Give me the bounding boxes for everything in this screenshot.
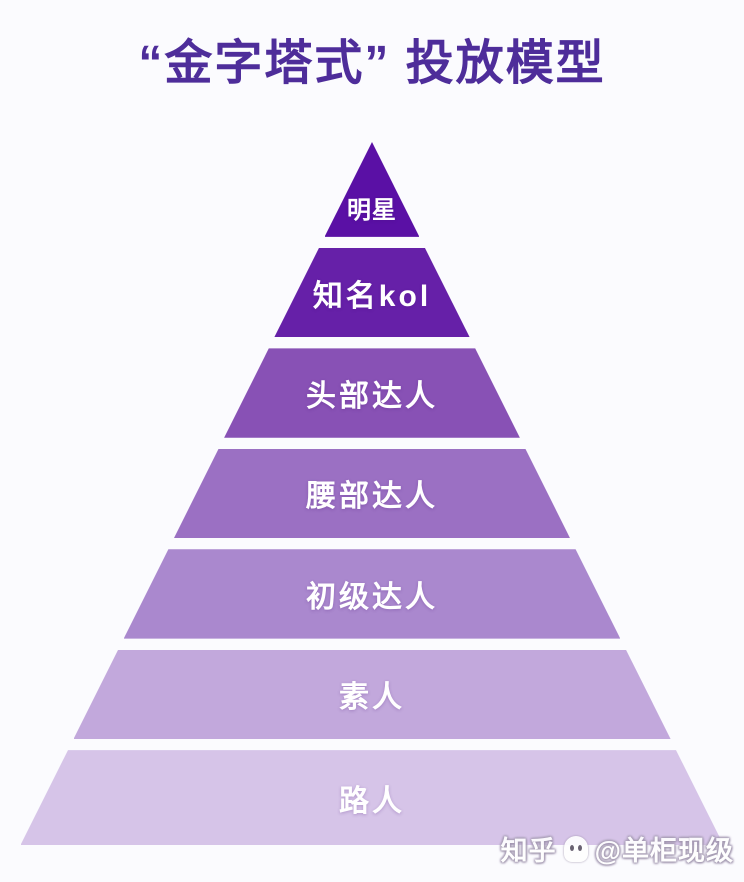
tier-label: 知名kol	[312, 279, 432, 313]
tier-label: 头部达人	[305, 380, 438, 414]
pyramid-tier: 明星	[324, 142, 420, 237]
pyramid-tier: 腰部达人	[173, 448, 571, 539]
pyramid-tier: 头部达人	[224, 348, 520, 438]
pyramid-tier: 路人	[20, 750, 724, 845]
pyramid-tier: 素人	[73, 649, 671, 739]
tier-label: 路人	[339, 784, 405, 818]
watermark-handle-label: @单柜现级	[594, 836, 734, 866]
watermark-site-label: 知乎	[500, 836, 557, 866]
tier-label: 素人	[339, 681, 406, 715]
tier-label: 明星	[346, 196, 397, 224]
watermark-avatar-icon	[563, 835, 588, 862]
tier-label: 腰部达人	[305, 480, 438, 514]
watermark: 知乎 @单柜现级	[501, 829, 734, 868]
pyramid-tier: 初级达人	[123, 549, 621, 639]
tier-label: 初级达人	[305, 580, 438, 614]
page-title: “金字塔式” 投放模型	[138, 37, 606, 90]
pyramid-tier: 知名kol	[274, 247, 470, 338]
